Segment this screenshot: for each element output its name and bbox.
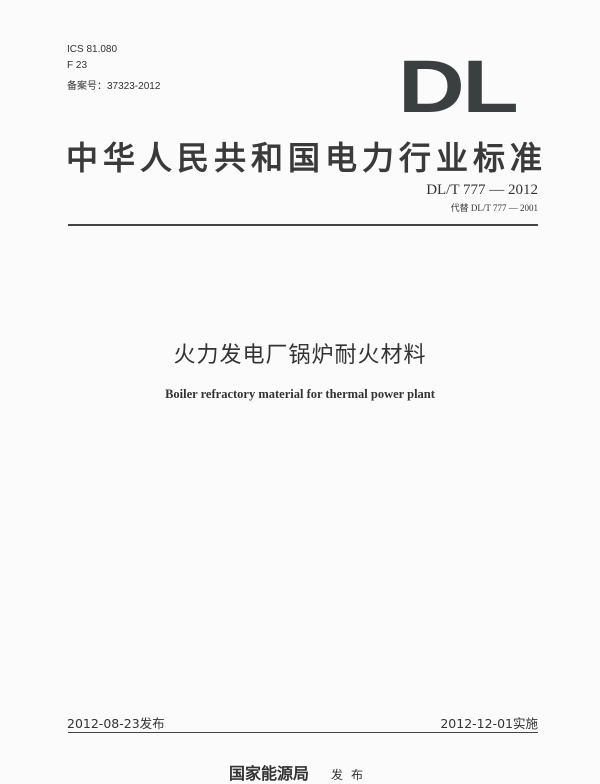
replaces-standard: 代替 DL/T 777 — 2001 — [450, 203, 538, 213]
dl-logo: DL — [398, 45, 519, 128]
publisher: 国家能源局 发布 — [0, 760, 600, 784]
classification-code: F 23 — [67, 60, 88, 71]
effective-date: 2012-12-01实施 — [440, 716, 538, 731]
ics-code: ICS 81.080 — [67, 44, 118, 55]
footer-divider — [68, 732, 538, 733]
issue-date: 2012-08-23发布 — [67, 716, 165, 731]
standard-code: DL/T 777 — 2012 — [426, 182, 538, 198]
header-divider — [68, 224, 538, 226]
standard-category-title: 中华人民共和国电力行业标准 — [66, 139, 548, 177]
issuer-name: 国家能源局 — [228, 764, 309, 783]
issue-label: 发布 — [331, 768, 372, 782]
document-title-en: Boiler refractory material for thermal p… — [165, 387, 435, 401]
document-title-cn: 火力发电厂锅炉耐火材料 — [173, 343, 427, 368]
record-number: 备案号：37323-2012 — [67, 81, 161, 92]
